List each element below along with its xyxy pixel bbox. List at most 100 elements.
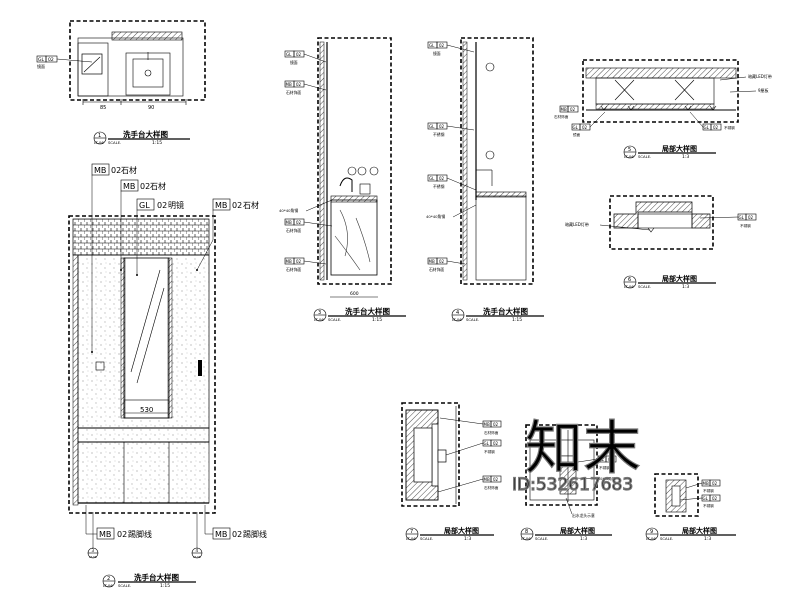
title-7-scale: 1:3 — [464, 536, 471, 542]
d9-tag-b-name: 不锈钢 — [703, 503, 714, 508]
tag-mb02-stone-1: MB 02 石材 — [91, 163, 137, 353]
dim-plan-left: 85 — [100, 105, 106, 111]
d9-tag-a-code: MB — [703, 481, 709, 486]
d9-tag-b-code: GL — [703, 496, 709, 501]
title-4-title: 洗手台大样图 — [483, 306, 528, 316]
title-1-sheet: LT-06 — [94, 140, 104, 145]
sec3-tag-d-num: 02 — [296, 259, 302, 264]
title-6-sheet: LT-06 — [624, 284, 634, 289]
watermark: 知末 ID:532617683 — [511, 413, 641, 495]
title-2-sheet: LT-06 — [103, 583, 113, 588]
tag-d1-name: 镜面 — [37, 63, 45, 69]
tag-mb02-skirting-right: MB 02 踢脚线 — [204, 505, 267, 540]
title-3-scale: 1:15 — [372, 317, 382, 323]
title-2-num: 2 — [107, 576, 110, 582]
title-6-scale: 1:3 — [682, 284, 689, 290]
d7-tag-b-code: GL — [484, 441, 490, 446]
tag-d1-code: GL — [38, 57, 44, 63]
title-1-num: 1 — [98, 133, 101, 139]
sec3-tag-a-num: 02 — [296, 52, 302, 57]
tag-3-name: 明镜 — [168, 200, 184, 210]
sec3-angle-steel: 40*40角钢 — [279, 208, 298, 213]
title-detail-7: 7 LT-06 局部大样图 SCALE. 1:3 — [405, 526, 494, 542]
dim-elev-width: 530 — [140, 406, 153, 414]
d7-tag-a-name: 石材饰面 — [484, 430, 499, 435]
watermark-logo: 知末 — [525, 414, 641, 482]
sec4-tag-b-num: 02 — [439, 124, 445, 129]
tag-gl02-mirror: GL 02 明镜 — [136, 198, 184, 276]
tag-1-num: 02 — [111, 166, 121, 175]
d6-tag-code: GL — [739, 215, 745, 220]
tag-1-code: MB — [94, 166, 106, 175]
d5-tag-a-name: 石材饰面 — [554, 114, 569, 119]
dim-plan-right: 90 — [148, 105, 154, 111]
tag-1-name: 石材 — [121, 165, 137, 175]
sec4-tag-c-code: GL — [429, 176, 435, 181]
sec3-tag-d-name: 石材饰面 — [286, 267, 301, 272]
tag-6-num: 02 — [232, 530, 242, 539]
detail-1-plan: 85 90 GL 02 镜面 — [36, 20, 206, 111]
d8-tag-a-num: 02 — [608, 457, 614, 462]
title-9-sheet: LT-06 — [646, 536, 656, 541]
tag-6-code: MB — [215, 530, 227, 539]
title-8-scale-label: SCALE. — [535, 536, 548, 541]
title-4-sheet: LT-06 — [452, 317, 462, 322]
detail-3-section: 600 GL 02 镜面 MB 02 石材饰面 40*40角钢 MB 02 石材… — [279, 37, 392, 298]
title-1-scale-label: SCALE. — [108, 140, 121, 145]
sec4-tag-c-name: 不锈钢 — [433, 184, 445, 189]
d8-angle-steel: 40*40角钢 — [598, 476, 616, 481]
title-detail-5: 5 LT-06 局部大样图 SCALE. 1:3 — [623, 144, 716, 160]
detail-8: GL 02 不锈钢 40*40角钢 出水龙头示意 — [525, 424, 617, 518]
sec4-tag-d-code: MB — [429, 259, 435, 264]
title-detail-8: 8 LT-06 局部大样图 SCALE. 1:3 — [520, 526, 612, 542]
d5-tag-c-name: 不锈钢 — [724, 125, 735, 130]
title-9-title: 局部大样图 — [682, 526, 717, 535]
d5-tag-b-name: 镜面 — [573, 132, 581, 137]
d5-board-label: 9厘板 — [758, 87, 769, 93]
title-1-scale: 1:15 — [152, 140, 162, 146]
tag-5-name: 踢脚线 — [128, 529, 152, 539]
d9-tag-a-num: 02 — [712, 481, 718, 486]
title-7-num: 7 — [410, 529, 413, 535]
title-7-title: 局部大样图 — [444, 526, 479, 535]
sec3-tag-c-num: 02 — [296, 220, 302, 225]
detail-6: 暗藏LED灯带 GL 02 不锈钢 — [565, 195, 757, 250]
sec4-tag-d-num: 02 — [439, 259, 445, 264]
sec4-tag-b-code: GL — [429, 124, 435, 129]
tag-mb02-stone-3: MB 02 石材 — [196, 198, 259, 271]
title-5-num: 5 — [628, 147, 631, 153]
title-5-sheet: LT-06 — [624, 154, 634, 159]
detail-9: MB 02 不锈钢 GL 02 不锈钢 — [654, 473, 721, 517]
d5-tag-a-code: MB — [561, 107, 567, 112]
title-detail-2: 2 LT-06 洗手台大样图 SCALE. 1:15 — [102, 572, 196, 589]
d5-tag-c-num: 02 — [713, 125, 719, 130]
title-2-title: 洗手台大样图 — [134, 572, 179, 582]
sec3-tag-a-name: 镜面 — [290, 60, 298, 65]
d7-tag-b-name: 不锈钢 — [484, 449, 495, 454]
dim-sec3-width: 600 — [350, 291, 359, 297]
tag-4-name: 石材 — [243, 200, 259, 210]
detail-7: MB 02 石材饰面 GL 02 不锈钢 MB 02 石材饰面 — [401, 402, 502, 507]
marker-3-sheet: LT-06 — [89, 555, 97, 559]
detail-2-elevation: 530 MB 02 石材 MB 02 石材 GL 02 明镜 — [68, 163, 267, 559]
d5-tag-b-num: 02 — [582, 125, 588, 130]
tag-mb02-stone-2: MB 02 石材 — [120, 179, 166, 271]
section-marker-3: 3 LT-06 — [87, 512, 99, 559]
d6-led-label: 暗藏LED灯带 — [565, 221, 589, 227]
title-1-title: 洗手台大样图 — [123, 129, 168, 139]
sec4-tag-a-num: 02 — [439, 43, 445, 48]
title-8-title: 局部大样图 — [560, 526, 595, 535]
tag-4-num: 02 — [232, 201, 242, 210]
tag-2-code: MB — [123, 182, 135, 191]
tag-d1-num: 02 — [48, 57, 54, 63]
sec3-tag-c-name: 石材饰面 — [286, 228, 301, 233]
title-3-num: 3 — [318, 310, 321, 316]
title-detail-9: 9 LT-06 局部大样图 SCALE. 1:3 — [645, 526, 736, 542]
d7-tag-a-code: MB — [484, 422, 490, 427]
sec3-tag-d-code: MB — [286, 259, 292, 264]
detail-4-section: GL 02 镜面 GL 02 不锈钢 GL 02 不锈钢 40*40角钢 MB … — [426, 37, 534, 285]
title-8-scale: 1:3 — [580, 536, 587, 542]
title-5-scale-label: SCALE. — [638, 154, 651, 159]
title-6-num: 6 — [628, 277, 631, 283]
